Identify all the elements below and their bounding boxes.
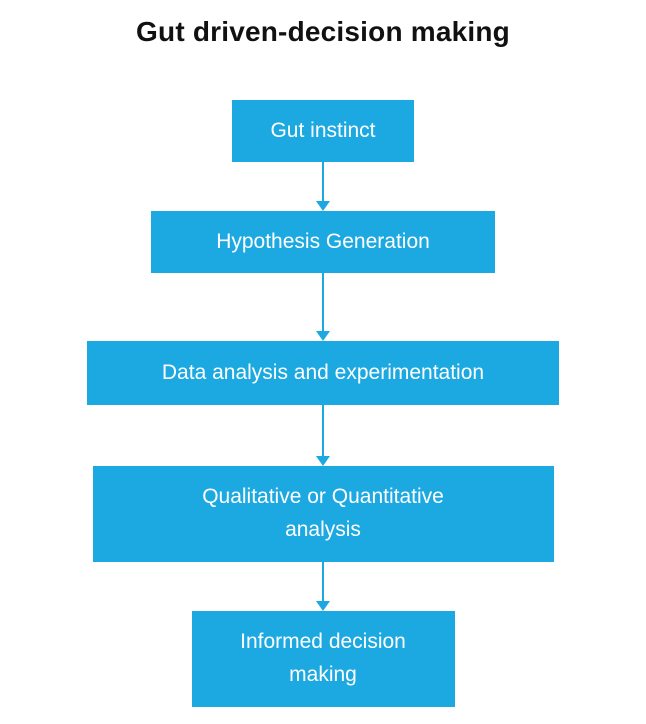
flow-node-label: Qualitative or Quantitative analysis <box>202 485 444 541</box>
flowchart: Gut instinct Hypothesis Generation Data … <box>0 100 646 707</box>
arrow-down-icon <box>316 562 330 611</box>
flow-node-label: Data analysis and experimentation <box>161 360 485 384</box>
arrow-shaft <box>322 162 324 201</box>
arrow-head <box>316 201 330 211</box>
flow-node-gut-instinct: Gut instinct <box>232 100 414 162</box>
arrow-down-icon <box>316 162 330 211</box>
arrow-down-icon <box>316 405 330 466</box>
arrow-shaft <box>322 405 324 456</box>
arrow-shaft <box>322 273 324 331</box>
arrow-down-icon <box>316 273 330 341</box>
flow-node-hypothesis-generation: Hypothesis Generation <box>151 211 495 273</box>
flow-node-informed-decision: Informed decision making <box>191 611 455 707</box>
arrow-head <box>316 331 330 341</box>
arrow-shaft <box>322 562 324 601</box>
flow-node-label: Hypothesis Generation <box>216 229 430 253</box>
flow-node-qualitative-quantitative: Qualitative or Quantitative analysis <box>92 466 554 562</box>
arrow-head <box>316 456 330 466</box>
page-title: Gut driven-decision making <box>136 16 510 47</box>
flow-node-data-analysis: Data analysis and experimentation <box>87 341 559 405</box>
arrow-head <box>316 601 330 611</box>
flow-node-label: Gut instinct <box>270 118 376 142</box>
flow-node-label: Informed decision making <box>240 630 406 686</box>
